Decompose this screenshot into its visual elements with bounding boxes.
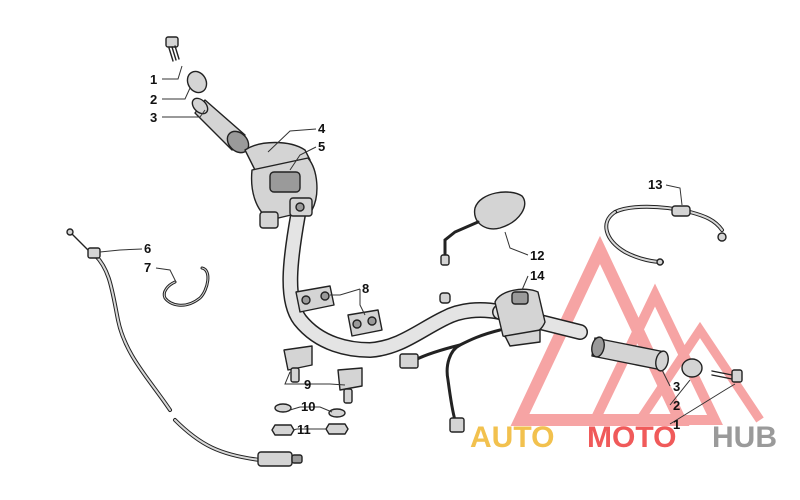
part-label-6: 6: [144, 241, 151, 256]
part-label-11: 11: [297, 422, 311, 437]
lower-clamp-left: [283, 345, 313, 383]
part-label-7: 7: [144, 260, 151, 275]
part-label-10: 10: [301, 399, 315, 414]
automotohub-watermark: [510, 235, 764, 426]
watermark-text-hub: HUB: [712, 421, 777, 454]
grip-end-bolt-right: [711, 369, 743, 383]
nuts: [271, 423, 349, 436]
right-grip-assembly: [591, 336, 743, 383]
bar-end-weight-right: [681, 358, 703, 378]
switch-button-icon: [295, 202, 305, 212]
clutch-cable: [66, 228, 303, 467]
upper-clamp-right: [347, 309, 383, 337]
left-switch-housing: [244, 141, 318, 229]
washers: [274, 403, 346, 418]
part-label-5: 5: [318, 139, 325, 154]
grip-end-bolt-left: [165, 36, 180, 62]
bar-end-weight-left: [186, 70, 208, 94]
part-label-3-right: 3: [673, 379, 680, 394]
cable-clip: [162, 266, 210, 307]
watermark-text-moto: MOTO: [587, 421, 676, 454]
watermark-triangles-icon: [510, 235, 764, 426]
rear-view-mirror: [440, 191, 526, 266]
part-label-4: 4: [318, 121, 326, 136]
right-switch-wiring: [399, 328, 502, 433]
leader-lines: [99, 65, 736, 431]
part-label-1-right: 1: [673, 417, 680, 432]
part-label-9: 9: [304, 377, 311, 392]
bar-stud: [439, 292, 451, 304]
right-switch-housing: [494, 288, 546, 347]
part-label-1-left: 1: [150, 72, 157, 87]
part-label-3-left: 3: [150, 110, 157, 125]
part-label-12: 12: [530, 248, 544, 263]
throttle-cable: [604, 204, 727, 266]
part-label-13: 13: [648, 177, 662, 192]
part-label-2-right: 2: [673, 398, 680, 413]
lower-clamp-right: [337, 367, 363, 404]
grip-left: [191, 97, 250, 154]
part-label-14: 14: [530, 268, 545, 283]
watermark-text-auto: AUTO: [470, 421, 554, 454]
upper-clamp-left: [295, 285, 335, 313]
left-grip-assembly: [165, 36, 250, 154]
part-label-8: 8: [362, 281, 369, 296]
part-label-2-left: 2: [150, 92, 157, 107]
